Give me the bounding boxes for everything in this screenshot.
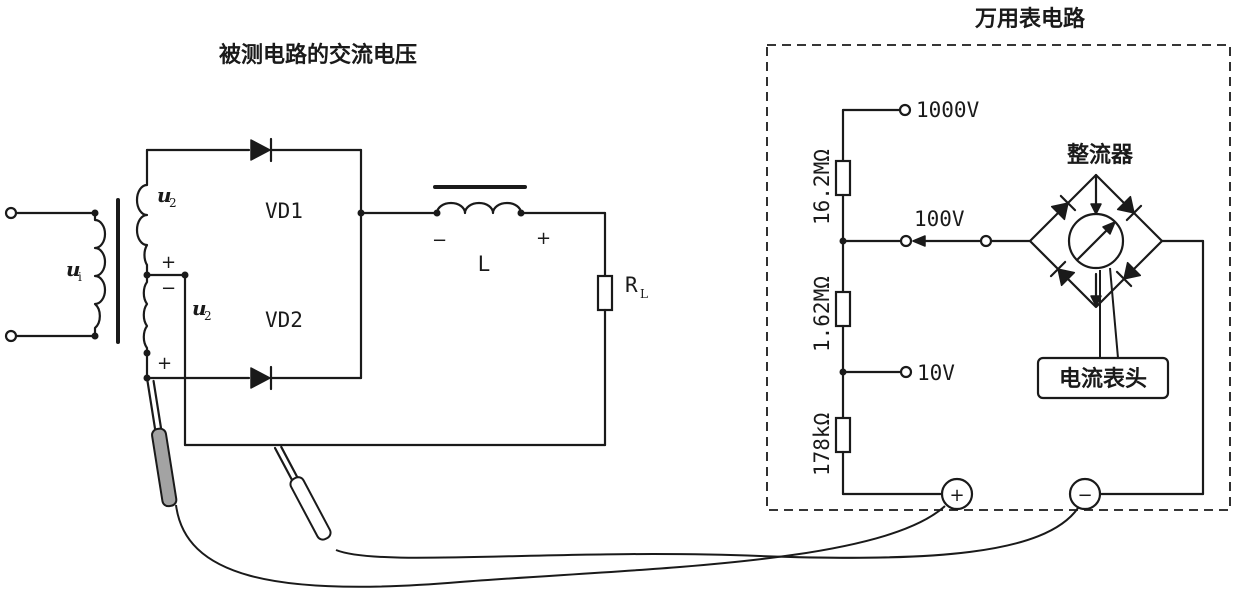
u2-top-sub: 2 xyxy=(169,196,177,210)
test-lead-minus xyxy=(335,507,1079,559)
right-title: 万用表电路 xyxy=(974,6,1086,32)
probe-minus-sign: − xyxy=(1077,485,1092,506)
bridge-diode-2-icon xyxy=(1116,195,1143,222)
vd2-diode-icon xyxy=(250,367,271,389)
bridge-rectifier xyxy=(1028,173,1164,309)
bridge-diode-1-icon xyxy=(1050,194,1077,221)
bridge-diode-3-icon xyxy=(1049,260,1076,287)
inductor-minus: − xyxy=(432,230,447,251)
terminal-1000v xyxy=(898,103,912,117)
vd1-label: VD1 xyxy=(265,199,303,223)
resistor-178k-icon xyxy=(834,416,852,454)
secondary-coil-lower xyxy=(142,273,149,380)
resistor-1m62-icon xyxy=(834,290,852,328)
resistor-1m62-label: 1.62MΩ xyxy=(810,276,834,352)
u2-bottom-sub: 2 xyxy=(204,309,212,323)
u2-bottom-label: u xyxy=(192,296,207,320)
vd2-label: VD2 xyxy=(265,308,303,332)
probe-terminal-plus xyxy=(940,477,974,511)
probe-plus-icon xyxy=(145,376,178,508)
inductor-label: L xyxy=(478,252,491,276)
inductor-icon xyxy=(435,201,523,215)
ui-sub: i xyxy=(78,270,82,284)
rectifier-label: 整流器 xyxy=(1067,142,1134,168)
probe-minus-icon xyxy=(273,445,332,541)
load-resistor-icon xyxy=(596,274,614,312)
terminal-100v-a xyxy=(899,234,913,248)
resistor-16m-icon xyxy=(834,159,852,197)
meter-label-box xyxy=(1036,356,1170,400)
ui-label: u xyxy=(66,257,81,281)
label-10v: 10V xyxy=(917,361,955,385)
left-title: 被测电路的交流电压 xyxy=(219,42,417,68)
test-lead-plus xyxy=(175,504,946,588)
meter-label: 电流表头 xyxy=(1059,366,1147,392)
resistor-16m-label: 16.2MΩ xyxy=(810,149,834,225)
terminal-10v xyxy=(899,365,913,379)
bridge-diode-4-icon xyxy=(1115,261,1142,288)
rl-sub: L xyxy=(640,287,648,301)
label-100v: 100V xyxy=(914,207,965,231)
terminal-100v-b xyxy=(979,234,993,248)
secondary-coil-upper xyxy=(135,148,149,277)
multimeter-box xyxy=(766,44,1231,511)
u2-top-label: u xyxy=(157,183,172,207)
probe-plus-sign: + xyxy=(949,485,964,506)
vd1-diode-icon xyxy=(250,139,271,161)
inductor-plus: + xyxy=(536,228,551,249)
primary-coil xyxy=(93,211,107,338)
label-1000v: 1000V xyxy=(916,98,980,122)
input-terminals xyxy=(4,206,99,343)
minus-sign-upper: − xyxy=(161,278,176,299)
resistor-178k-label: 178kΩ xyxy=(810,413,834,476)
switch-arrow-icon xyxy=(912,235,926,247)
rl-label: R xyxy=(625,273,638,297)
plus-sign-upper: + xyxy=(161,252,176,273)
plus-sign-lower: + xyxy=(157,353,172,374)
